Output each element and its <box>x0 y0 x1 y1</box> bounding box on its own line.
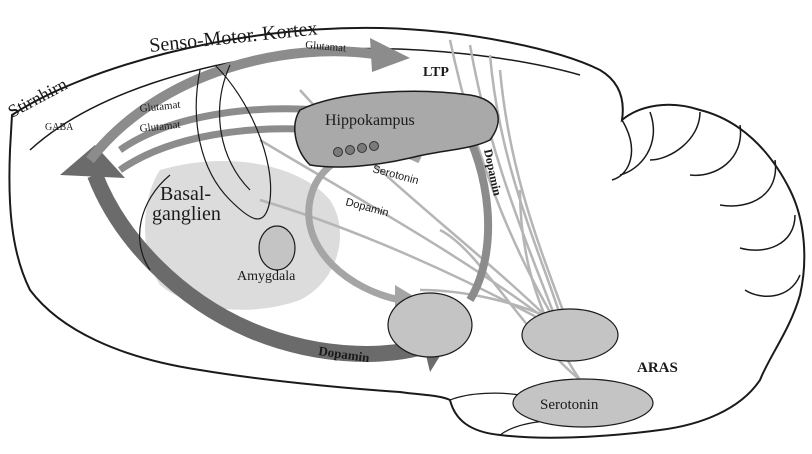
label-dopamin-path: Dopamin <box>344 196 390 219</box>
label-amygdala: Amygdala <box>237 269 296 284</box>
label-aras: ARAS <box>637 360 678 376</box>
label-stirnhirn: Stirnhirn <box>4 74 70 122</box>
aras-nucleus <box>522 309 618 361</box>
label-glutamat-left-2: Glutamat <box>139 119 181 135</box>
label-serotonin-nucleus: Serotonin <box>540 397 599 413</box>
label-ltp: LTP <box>423 65 449 80</box>
label-hippokampus: Hippokampus <box>325 112 415 129</box>
label-basal-2: ganglien <box>152 203 221 225</box>
amygdala-nucleus <box>259 226 295 270</box>
label-gaba: GABA <box>45 122 74 133</box>
vta-nucleus <box>388 293 472 357</box>
hippokampus-structure <box>295 91 498 167</box>
label-basal-1: Basal- <box>160 183 211 205</box>
label-glutamat-left-1: Glutamat <box>139 99 181 115</box>
